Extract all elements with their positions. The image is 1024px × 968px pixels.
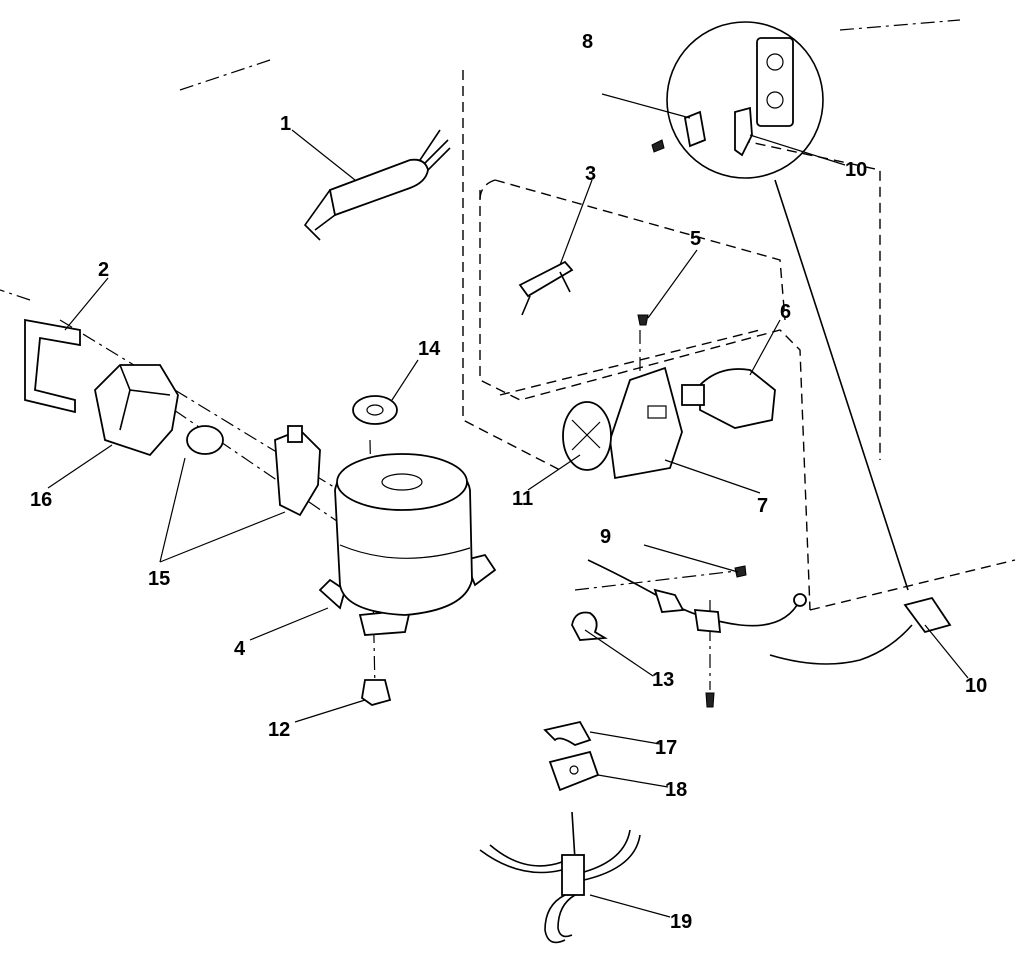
foot-part [361,679,392,706]
callout-14: 14 [418,338,441,360]
callout-9: 9 [600,526,611,548]
clip-part [543,720,592,746]
callout-15: 15 [148,568,170,590]
drain-tube-part [479,811,641,944]
callout-10-cord: 10 [965,675,987,697]
compressor-part [318,453,497,636]
callout-19: 19 [670,911,692,933]
callout-4: 4 [234,638,246,660]
leader-lines [47,93,969,918]
callout-labels: 1 2 3 5 6 8 10 14 16 11 7 9 15 4 13 10 1… [30,31,987,933]
cover-part [94,364,179,457]
power-cord-part [769,596,952,665]
screw-part [637,314,649,326]
fan-motor-part [681,368,776,429]
callout-11: 11 [512,488,533,510]
callout-16: 16 [30,489,52,511]
callout-2: 2 [98,259,109,281]
callout-17: 17 [655,737,677,759]
callout-8: 8 [582,31,593,53]
callout-13: 13 [652,669,674,691]
wiring-harness-part [571,559,807,708]
fan-shroud-part [562,401,612,471]
drier-tube-part [303,129,451,241]
callout-3: 3 [585,163,596,185]
callout-12: 12 [268,719,290,741]
callout-5: 5 [690,228,701,250]
light-socket-part [518,260,574,316]
relay-overload-part [186,425,321,517]
grommet-part [352,395,398,425]
insulator-block-part [548,750,600,792]
callout-6: 6 [780,301,791,323]
gasket-frame-part [24,318,81,414]
callout-1: 1 [280,113,291,135]
callout-10-inset: 10 [845,159,867,181]
callout-18: 18 [665,779,687,801]
callout-7: 7 [757,495,768,517]
inset-detail [651,21,909,591]
cabinet-outline [462,70,1016,611]
bracket-part [609,366,683,480]
